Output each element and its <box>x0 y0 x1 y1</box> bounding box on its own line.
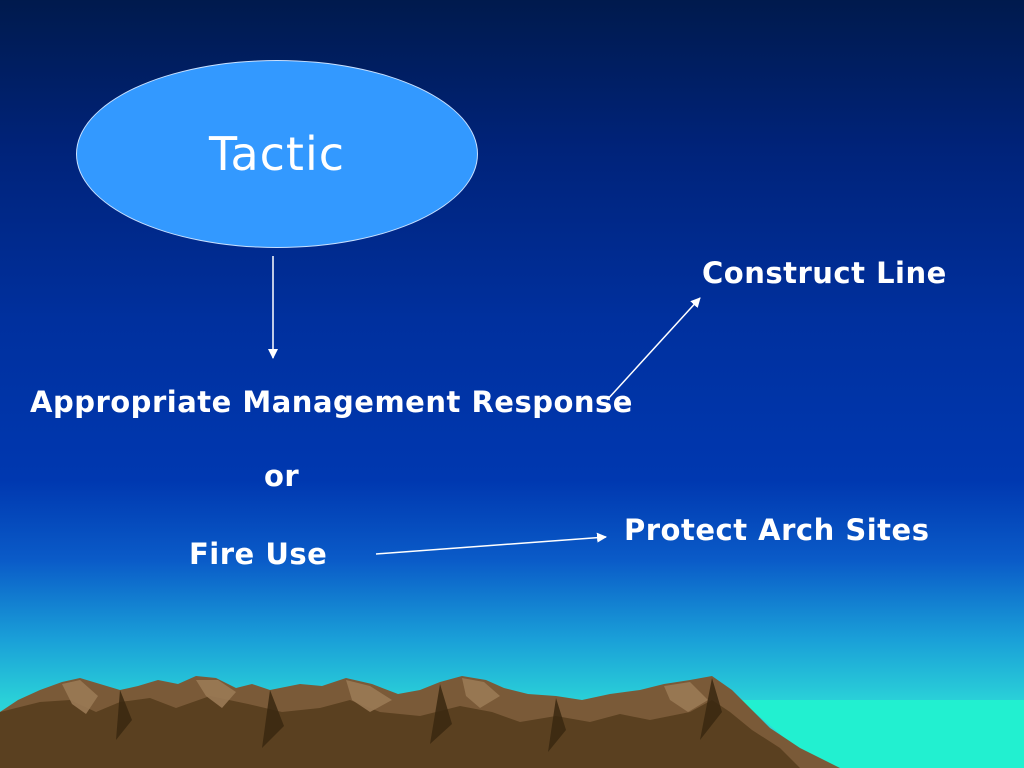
tactic-label: Tactic <box>208 127 346 181</box>
arrow-response-to-construct <box>606 297 701 401</box>
mountain-dark-crevices <box>116 678 722 752</box>
protect-arch-sites-label: Protect Arch Sites <box>624 513 930 547</box>
mountain-highlight <box>62 678 708 714</box>
tactic-ellipse <box>76 60 478 248</box>
sea-shape <box>740 700 1024 768</box>
mountain-shadow <box>0 696 800 768</box>
fire-use-label: Fire Use <box>189 537 328 571</box>
response-label: Appropriate Management Response <box>30 385 633 419</box>
arrow-fire-to-protect <box>375 532 607 555</box>
construct-line-label: Construct Line <box>702 256 947 290</box>
or-label: or <box>264 459 300 493</box>
